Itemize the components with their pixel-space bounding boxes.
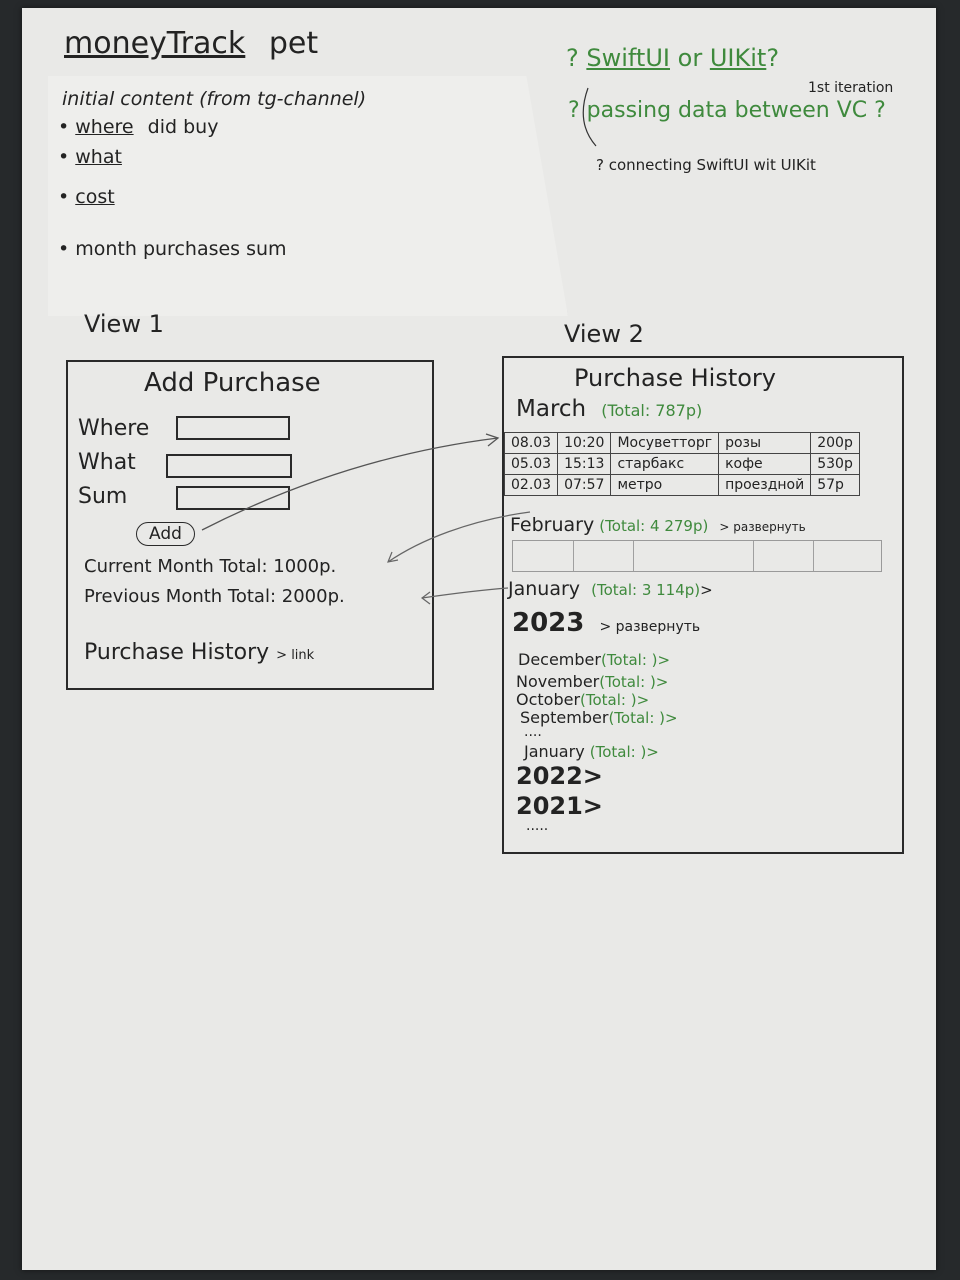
app-title: moneyTrack pet [64, 26, 318, 61]
list-item-where: • where did buy [58, 116, 219, 138]
sum-field[interactable] [176, 486, 290, 510]
year-2023-expand-note: > развернуть [599, 619, 701, 635]
view1-frame [66, 360, 434, 690]
swiftui-label: SwiftUI [586, 44, 670, 72]
question-swiftui-or-uikit: ? SwiftUI or UIKit? [566, 44, 780, 72]
table-cell: Мосуветторг [610, 432, 720, 454]
view2-label: View 2 [564, 320, 644, 348]
march-heading[interactable]: March (Total: 787p) [516, 396, 702, 422]
ellipsis-2: ..... [526, 818, 549, 834]
january-total: (Total: 3 114p) [591, 581, 701, 599]
table-cell: метро [610, 474, 720, 496]
add-button[interactable]: Add [136, 522, 195, 546]
month-label: December [518, 650, 601, 669]
month-total: (Total: )> [599, 673, 669, 691]
month-item[interactable]: December(Total: )> [518, 650, 670, 669]
month-item[interactable]: September(Total: )> [520, 708, 678, 727]
year-2021[interactable]: 2021> [516, 792, 603, 820]
arrow-table-to-current [387, 511, 531, 563]
what-field[interactable] [166, 454, 292, 478]
january-label: January [508, 578, 581, 600]
or-label: or [677, 44, 703, 72]
table-cell: розы [718, 432, 812, 454]
sum-label: Sum [78, 484, 128, 509]
view2-title: Purchase History [574, 364, 776, 392]
table-cell: 57р [810, 474, 860, 496]
month-total: (Total: )> [580, 691, 650, 709]
list-item-what: • what [58, 146, 122, 168]
month-total: (Total: )> [600, 651, 671, 669]
january-arrow: > [700, 581, 713, 599]
february-collapsed-table [512, 540, 882, 572]
table-cell: 05.03 [503, 453, 559, 475]
where-field[interactable] [176, 416, 290, 440]
year-2023-label: 2023 [512, 608, 585, 638]
table-cell: 08.03 [503, 432, 559, 454]
february-expand-note: > развернуть [719, 520, 806, 534]
what-label: What [78, 450, 136, 475]
first-iteration-note: 1st iteration [808, 80, 894, 96]
january-2023-item[interactable]: January (Total: )> [524, 742, 659, 761]
year-2023-heading[interactable]: 2023 > развернуть [512, 608, 700, 638]
initial-content-sheet [48, 76, 568, 316]
month-label: September [520, 708, 609, 727]
month-item[interactable]: November(Total: )> [516, 672, 668, 691]
february-total: (Total: 4 279p) [599, 517, 709, 535]
connecting-label: connecting SwiftUI wit UIKit [608, 156, 816, 174]
view1-title: Add Purchase [144, 368, 321, 398]
month-item[interactable]: October(Total: )> [516, 690, 649, 709]
list-item-month-sum: • month purchases sum [58, 238, 287, 260]
january-2023-label: January [524, 742, 585, 761]
previous-month-total: Previous Month Total: 2000p. [84, 586, 345, 607]
title-suffix: pet [268, 26, 319, 61]
link-note: > link [276, 648, 315, 663]
month-label: November [516, 672, 600, 691]
uikit-label: UIKit [709, 44, 767, 72]
initial-content-heading: initial content (from tg-channel) [62, 88, 367, 110]
ellipsis: .... [524, 724, 542, 740]
question-bracket [582, 87, 597, 147]
year-2022[interactable]: 2022> [516, 762, 603, 790]
table-cell: 07:57 [557, 474, 612, 496]
purchase-history-link-label: Purchase History [84, 640, 270, 665]
march-label: March [516, 396, 587, 422]
table-cell: кофе [718, 453, 812, 475]
arrow-add-to-table [201, 437, 499, 531]
march-total: (Total: 787p) [601, 401, 703, 420]
month-total: (Total: )> [608, 709, 678, 727]
arrow-january-to-previous [421, 587, 509, 599]
view1-label: View 1 [84, 310, 164, 338]
table-cell: 200р [810, 432, 860, 454]
passing-data-label: passing data between VC [586, 98, 868, 123]
question-connecting: ? connecting SwiftUI wit UIKit [596, 156, 816, 174]
question-mark: ? [566, 44, 587, 72]
table-cell: проездной [718, 474, 812, 496]
where-label: Where [78, 416, 150, 441]
month-label: October [516, 690, 581, 709]
list-item-cost: • cost [58, 186, 115, 208]
view2-frame [502, 356, 904, 854]
question-passing-data: ? passing data between VC ? [568, 98, 886, 123]
purchase-history-link[interactable]: Purchase History > link [84, 640, 314, 665]
table-cell: 02.03 [503, 474, 559, 496]
current-month-total: Current Month Total: 1000p. [84, 556, 337, 577]
january-heading[interactable]: January (Total: 3 114p)> [508, 578, 713, 600]
title-main: moneyTrack [64, 26, 246, 61]
february-heading[interactable]: February (Total: 4 279p) > развернуть [510, 514, 806, 536]
january-2023-total: (Total: )> [589, 743, 659, 761]
february-label: February [510, 514, 595, 536]
